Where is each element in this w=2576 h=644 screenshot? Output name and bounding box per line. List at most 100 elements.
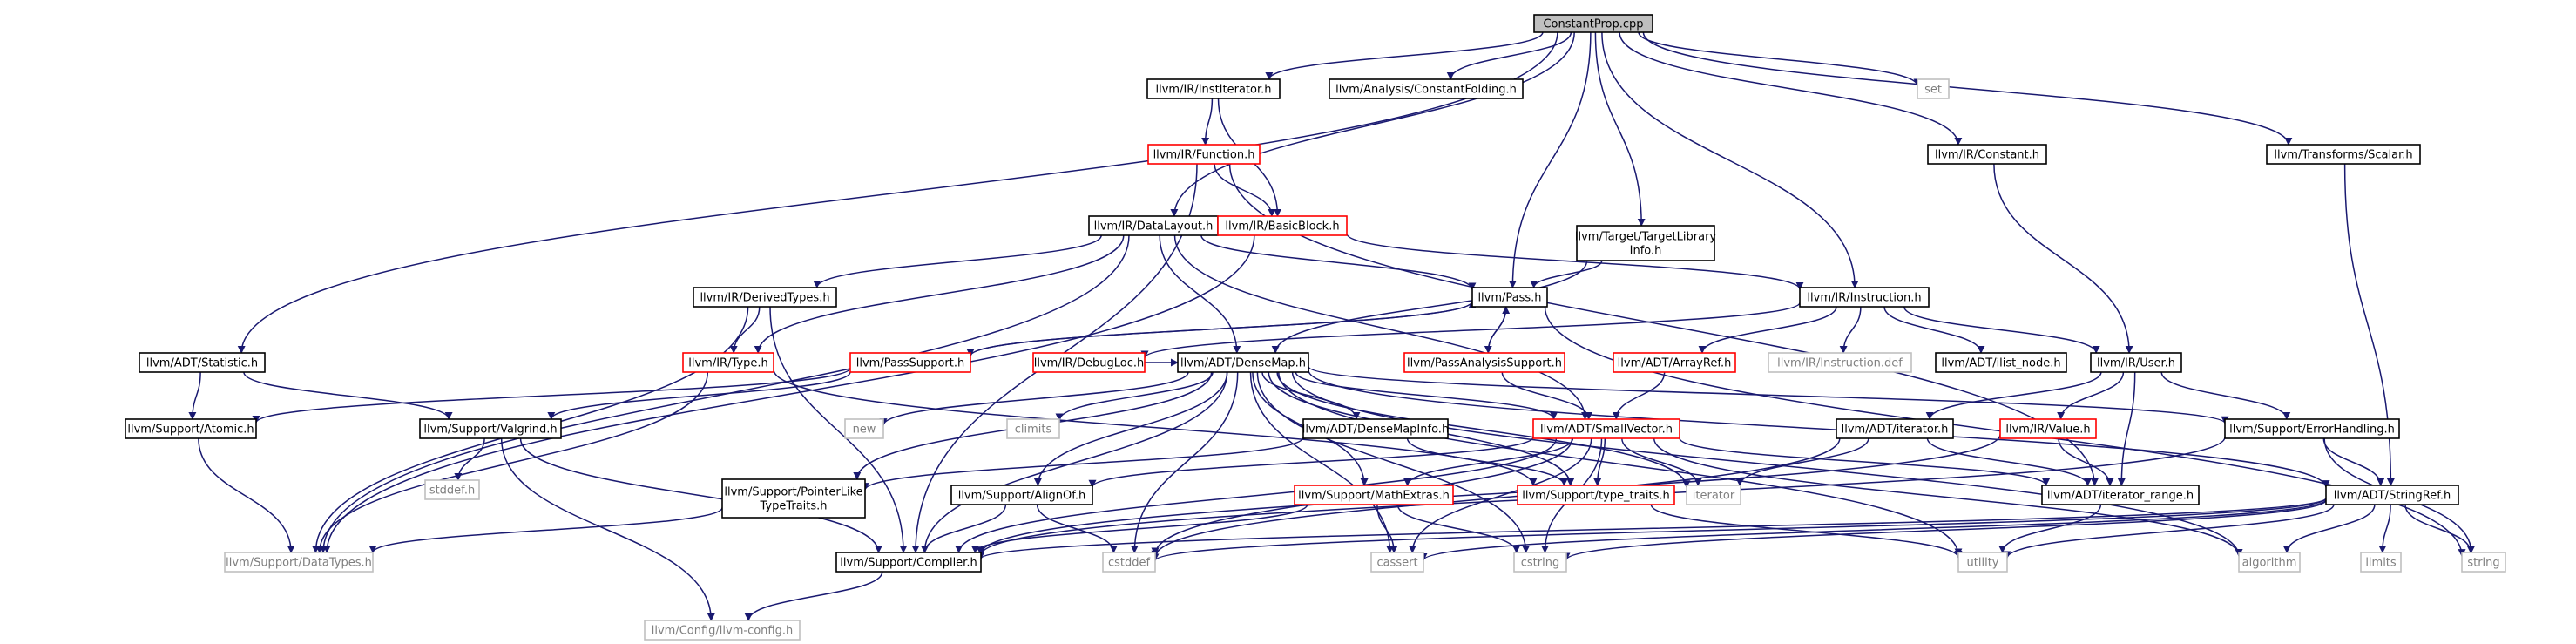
node-label: TypeTraits.h — [759, 500, 827, 513]
node-institerator[interactable]: llvm/IR/InstIterator.h — [1146, 78, 1281, 99]
node-value[interactable]: llvm/IR/Value.h — [1999, 418, 2097, 439]
node-statistic[interactable]: llvm/ADT/Statistic.h — [139, 352, 266, 373]
node-label: llvm/PassAnalysisSupport.h — [1407, 357, 1562, 370]
node-ilistnode[interactable]: llvm/ADT/ilist_node.h — [1935, 352, 2067, 373]
node-passsupport[interactable]: llvm/PassSupport.h — [849, 352, 971, 373]
node-type[interactable]: llvm/IR/Type.h — [682, 352, 774, 373]
edge-valgrind-to-llvmconfig — [500, 437, 715, 621]
node-label: llvm/IR/BasicBlock.h — [1225, 220, 1339, 234]
node-debugloc[interactable]: llvm/IR/DebugLoc.h — [1032, 352, 1146, 373]
edge-stringref-to-cassert — [1419, 498, 2327, 561]
edge-instruction-to-arrayref — [1698, 306, 1837, 354]
node-algorithm: algorithm — [2238, 552, 2301, 573]
edge-user-to-errorhandling — [2160, 371, 2291, 420]
node-iterrange[interactable]: llvm/ADT/iterator_range.h — [2041, 485, 2200, 505]
node-box-passanalysis — [1403, 352, 1565, 373]
node-box-smallvector — [1532, 418, 1680, 439]
node-datatypes: llvm/Support/DataTypes.h — [224, 552, 374, 573]
edge-errorhandling-to-stringref — [2322, 437, 2385, 486]
node-datalayout[interactable]: llvm/IR/DataLayout.h — [1088, 215, 1219, 236]
node-root[interactable]: ConstantProp.cpp — [1533, 14, 1653, 33]
node-stddef: stddef.h — [424, 479, 480, 500]
node-box-ilistnode — [1935, 352, 2067, 373]
node-label: cstring — [1521, 557, 1559, 570]
node-label: llvm/IR/Type.h — [688, 357, 767, 370]
edge-typetraits-to-utility — [1650, 504, 1963, 559]
edge-datalayout-to-densemap — [1159, 234, 1241, 354]
node-passanalysis[interactable]: llvm/PassAnalysisSupport.h — [1403, 352, 1565, 373]
node-label: llvm/IR/Instruction.def — [1777, 357, 1903, 370]
node-label: stddef.h — [429, 485, 475, 498]
edge-root-to-pass — [1508, 31, 1592, 288]
node-constant[interactable]: llvm/IR/Constant.h — [1927, 144, 2047, 165]
node-compiler[interactable]: llvm/Support/Compiler.h — [835, 552, 982, 573]
node-label: llvm/IR/Value.h — [2005, 424, 2090, 437]
edge-densemap-to-algorithm — [1291, 371, 2243, 558]
node-smallvector[interactable]: llvm/ADT/SmallVector.h — [1532, 418, 1680, 439]
edge-densemap-to-climits — [1055, 371, 1214, 422]
edge-mathextras-to-cstring — [1396, 504, 1521, 553]
node-scalar[interactable]: llvm/Transforms/Scalar.h — [2266, 144, 2421, 165]
edge-passsupport-to-valgrind — [547, 371, 851, 420]
node-valgrind[interactable]: llvm/Support/Valgrind.h — [419, 418, 562, 439]
node-box-iteratorh — [1836, 418, 1954, 439]
edge-iterrange-to-utility — [1998, 504, 2102, 553]
node-alignof[interactable]: llvm/Support/AlignOf.h — [950, 485, 1093, 505]
node-box-tli — [1576, 225, 1715, 261]
node-iteratorh[interactable]: llvm/ADT/iterator.h — [1836, 418, 1954, 439]
edge-basicblock-to-datatypes — [322, 234, 1255, 553]
edge-passsupport-to-pass — [970, 300, 1477, 356]
edge-compiler-to-llvmconfig — [744, 571, 883, 621]
node-label: llvm/ADT/iterator_range.h — [2047, 490, 2194, 503]
node-box-constant — [1927, 144, 2047, 165]
node-basicblock[interactable]: llvm/IR/BasicBlock.h — [1217, 215, 1348, 236]
edge-densemapinfo-to-pointerlike — [861, 437, 1304, 491]
node-instruction[interactable]: llvm/IR/Instruction.h — [1799, 287, 1930, 308]
node-pass[interactable]: llvm/Pass.h — [1471, 287, 1548, 308]
node-box-iterator — [1686, 485, 1741, 505]
node-label: new — [853, 424, 876, 437]
node-instdef: llvm/IR/Instruction.def — [1768, 352, 1912, 373]
node-box-mathextras — [1294, 485, 1454, 505]
node-function[interactable]: llvm/IR/Function.h — [1147, 144, 1261, 165]
node-box-pointerlike — [721, 478, 866, 519]
node-densemap[interactable]: llvm/ADT/DenseMap.h — [1177, 352, 1309, 373]
edge-passsupport-to-atomic — [252, 367, 851, 424]
edge-passanalysis-to-pass — [1487, 306, 1511, 354]
node-box-instdef — [1768, 352, 1912, 373]
edge-densemap-to-smallvector — [1295, 371, 1558, 420]
node-label: llvm/ADT/DenseMapInfo.h — [1302, 424, 1449, 437]
edge-passanalysis-to-smallvector — [1501, 371, 1593, 420]
node-label: utility — [1967, 557, 1999, 570]
node-box-stddef — [424, 479, 480, 500]
edge-tli-to-densemap — [1271, 260, 1588, 354]
node-typetraits[interactable]: llvm/Support/type_traits.h — [1517, 485, 1675, 505]
node-label: llvm/IR/User.h — [2097, 357, 2175, 370]
node-user[interactable]: llvm/IR/User.h — [2090, 352, 2182, 373]
edge-value-to-iterrange — [2058, 437, 2114, 486]
node-iterator: iterator — [1686, 485, 1741, 505]
node-errorhandling[interactable]: llvm/Support/ErrorHandling.h — [2224, 418, 2400, 439]
node-derivedtypes[interactable]: llvm/IR/DerivedTypes.h — [693, 287, 837, 308]
node-stringref[interactable]: llvm/ADT/StringRef.h — [2325, 485, 2459, 505]
edge-statistic-to-valgrind — [243, 371, 453, 420]
node-box-string — [2461, 552, 2506, 573]
node-label: llvm/Pass.h — [1477, 292, 1541, 305]
node-densemapinfo[interactable]: llvm/ADT/DenseMapInfo.h — [1302, 418, 1449, 439]
node-label: climits — [1015, 424, 1052, 437]
header-nodes: ConstantProp.cpp llvm/IR/InstIterator.h ll… — [125, 14, 2506, 641]
edge-institerator-to-function — [1201, 98, 1214, 146]
node-box-cstddef — [1102, 552, 1156, 573]
node-constfold[interactable]: llvm/Analysis/ConstantFolding.h — [1329, 78, 1524, 99]
edge-root-to-instruction — [1601, 31, 1859, 288]
node-arrayref[interactable]: llvm/ADT/ArrayRef.h — [1613, 352, 1736, 373]
node-atomic[interactable]: llvm/Support/Atomic.h — [125, 418, 257, 439]
node-box-root — [1533, 14, 1653, 33]
edge-stringref-to-algorithm — [2282, 504, 2376, 553]
node-mathextras[interactable]: llvm/Support/MathExtras.h — [1294, 485, 1454, 505]
node-label: llvm/ADT/DenseMap.h — [1180, 357, 1306, 370]
edge-pointerlike-to-datatypes — [368, 507, 723, 553]
edge-smallvector-to-alignof — [1088, 437, 1534, 488]
